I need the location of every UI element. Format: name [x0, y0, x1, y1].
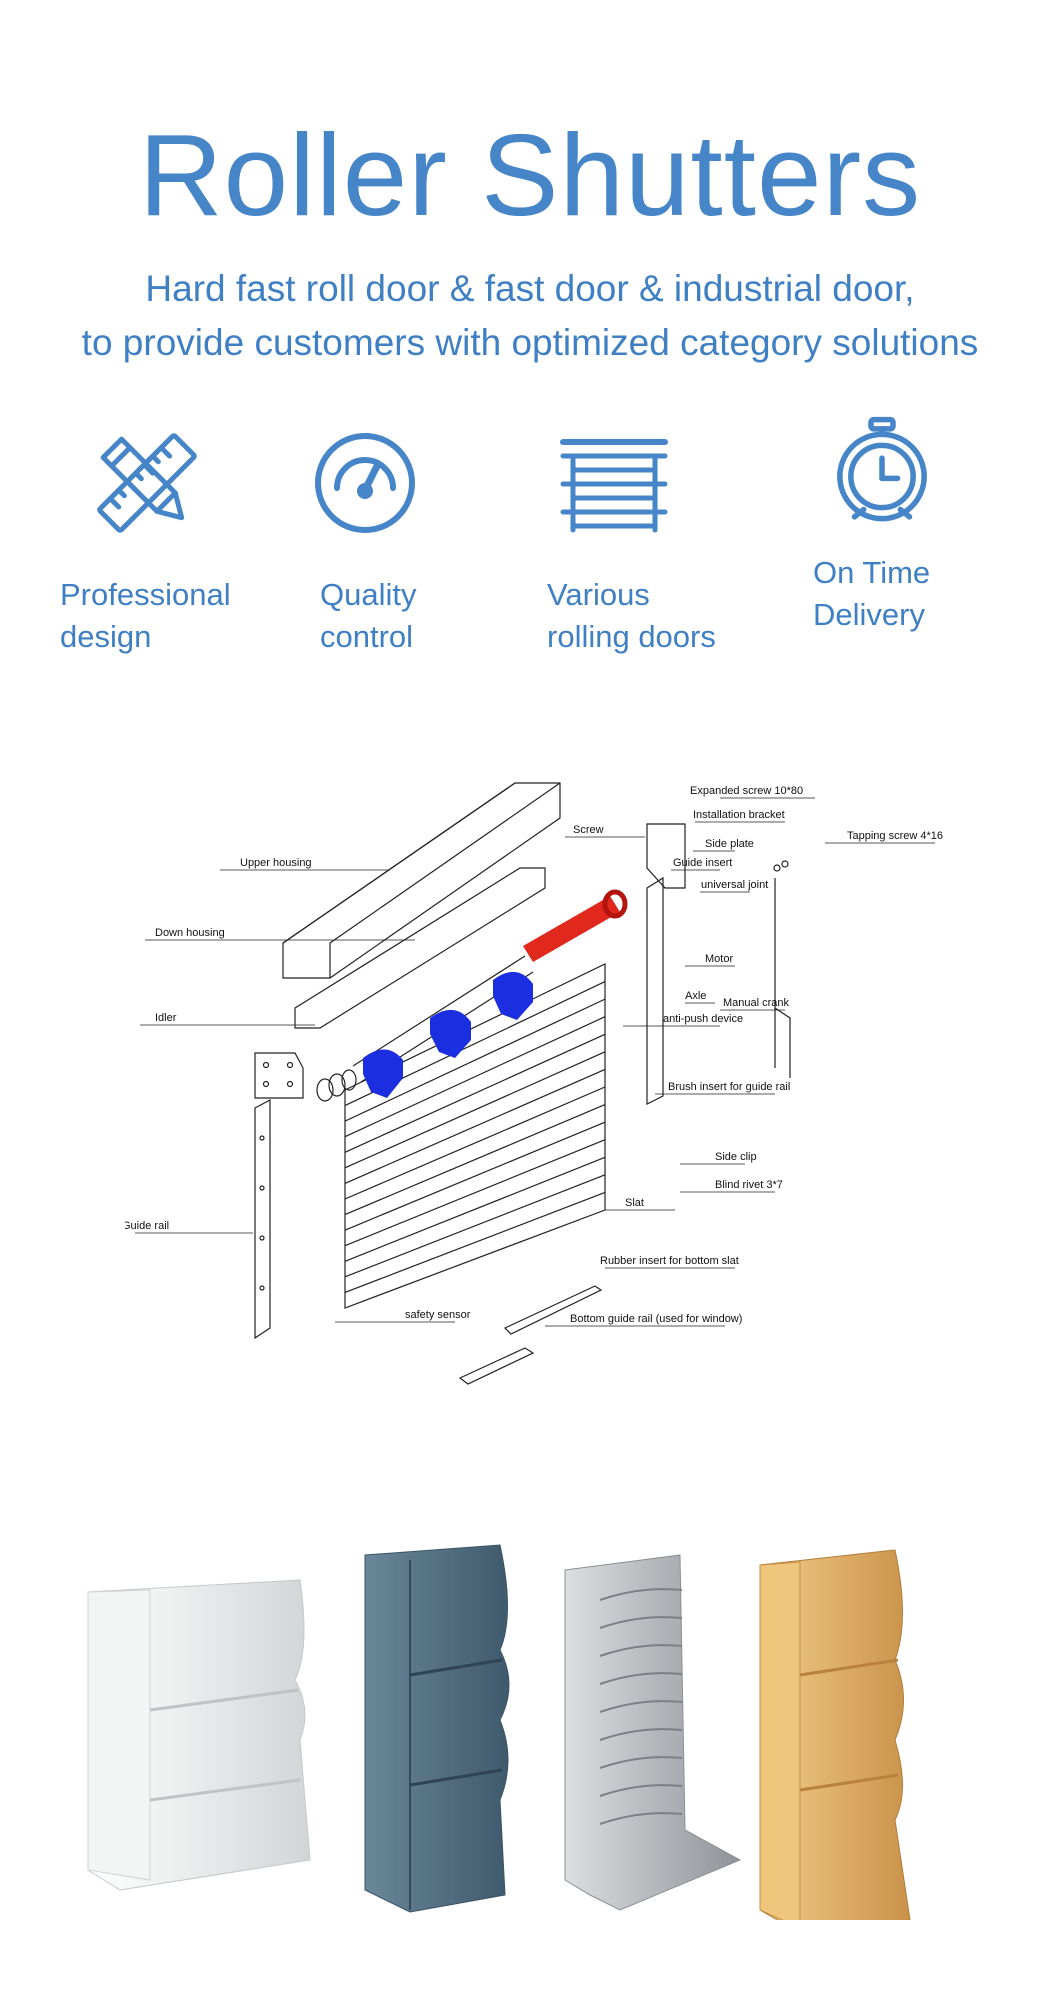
curtain-slat-line [344, 1086, 606, 1200]
label-screw: Screw [573, 824, 604, 836]
label-tapping-screw: Tapping screw 4*16 [847, 830, 943, 842]
slat-rib-line [599, 1728, 683, 1741]
feature-label: Quality control [320, 577, 417, 654]
side-plate-left [254, 1052, 304, 1099]
subtitle-line-1: Hard fast roll door & fast door & indust… [145, 268, 915, 309]
feature-professional-design: Professional design [60, 428, 300, 658]
stopwatch-icon [827, 416, 937, 526]
feature-label: Professional design [60, 577, 231, 654]
label-side-plate: Side plate [705, 838, 754, 850]
curtain-slat-line [344, 998, 606, 1122]
curtain-shape [344, 963, 606, 1309]
slat-rib-line [599, 1616, 683, 1629]
subtitle-line-2: to provide customers with optimized cate… [81, 322, 979, 363]
guide-rail-right [646, 876, 664, 1105]
label-universal-joint: universal joint [701, 879, 768, 891]
slat-rib-line [599, 1784, 683, 1797]
rubber-insert-shape [458, 1347, 535, 1385]
label-anti-push: anti-push device [663, 1013, 743, 1025]
label-manual-crank: Manual crank [723, 997, 790, 1009]
down-housing-shape [294, 867, 546, 1029]
bottom-guide-rail-shape [503, 1285, 603, 1335]
curtain-slat-line [344, 1104, 606, 1216]
label-expanded-screw: Expanded screw 10*80 [690, 785, 803, 797]
slat-sample-gold [759, 1549, 911, 1920]
label-brush-insert: Brush insert for guide rail [668, 1081, 790, 1093]
guide-rail-left [254, 1099, 271, 1340]
feature-on-time-delivery: On Time Delivery [813, 416, 1053, 636]
curtain-slat-line [344, 1068, 606, 1184]
feature-label: On Time Delivery [813, 555, 931, 632]
exploded-parts-diagram: Upper housing Down housing Idler Guide r… [125, 778, 965, 1398]
label-rubber-insert: Rubber insert for bottom slat [600, 1255, 739, 1267]
curtain-slat-line [344, 1191, 606, 1293]
label-upper-housing: Upper housing [240, 857, 312, 869]
installation-bracket-shape [646, 823, 686, 889]
motor-shape [523, 889, 628, 962]
anti-push-brackets [363, 971, 533, 1098]
feature-various-rolling-doors: Various rolling doors [547, 428, 787, 658]
label-bottom-guide-rail: Bottom guide rail (used for window) [570, 1313, 742, 1325]
gauge-icon [310, 428, 420, 538]
curtain-slat-line [344, 1121, 606, 1231]
label-slat: Slat [625, 1197, 644, 1209]
slat-rib-line [599, 1812, 683, 1825]
label-down-housing: Down housing [155, 927, 225, 939]
label-guide-rail: Guide rail [125, 1220, 169, 1232]
curtain-slat-line [344, 1051, 606, 1169]
label-axle: Axle [685, 990, 706, 1002]
slat-rib-line [599, 1756, 683, 1769]
rolling-door-icon [559, 428, 669, 538]
curtain-slat-line [344, 1016, 606, 1138]
label-motor: Motor [705, 953, 733, 965]
slat-rib-line [599, 1672, 683, 1685]
label-guide-insert: Guide insert [673, 857, 732, 869]
slat-rib-line [599, 1644, 683, 1657]
label-safety-sensor: safety sensor [405, 1309, 471, 1321]
slat-rib-line [599, 1588, 683, 1601]
curtain-slat-line [344, 1139, 606, 1247]
label-installation-bracket: Installation bracket [693, 809, 785, 821]
label-side-clip: Side clip [715, 1151, 757, 1163]
slat-rib-line [599, 1700, 683, 1713]
diagram-svg: Upper housing Down housing Idler Guide r… [125, 782, 943, 1385]
curtain-slat-line [344, 1174, 606, 1278]
curtain-slat-line [344, 1156, 606, 1262]
label-blind-rivet: Blind rivet 3*7 [715, 1179, 783, 1191]
slat-profile-samples [60, 1500, 960, 1920]
slat-sample-silver [564, 1554, 742, 1911]
slat-sample-blue [364, 1544, 510, 1913]
page-subtitle: Hard fast roll door & fast door & indust… [0, 262, 1060, 370]
ruler-pencil-icon [92, 428, 202, 538]
curtain-slat-line [344, 1033, 606, 1153]
label-idler: Idler [155, 1012, 177, 1024]
feature-label: Various rolling doors [547, 577, 716, 654]
manual-crank-shape [774, 878, 791, 1078]
slat-sample-white [87, 1579, 311, 1891]
page-title: Roller Shutters [138, 110, 922, 240]
feature-quality-control: Quality control [315, 428, 560, 658]
